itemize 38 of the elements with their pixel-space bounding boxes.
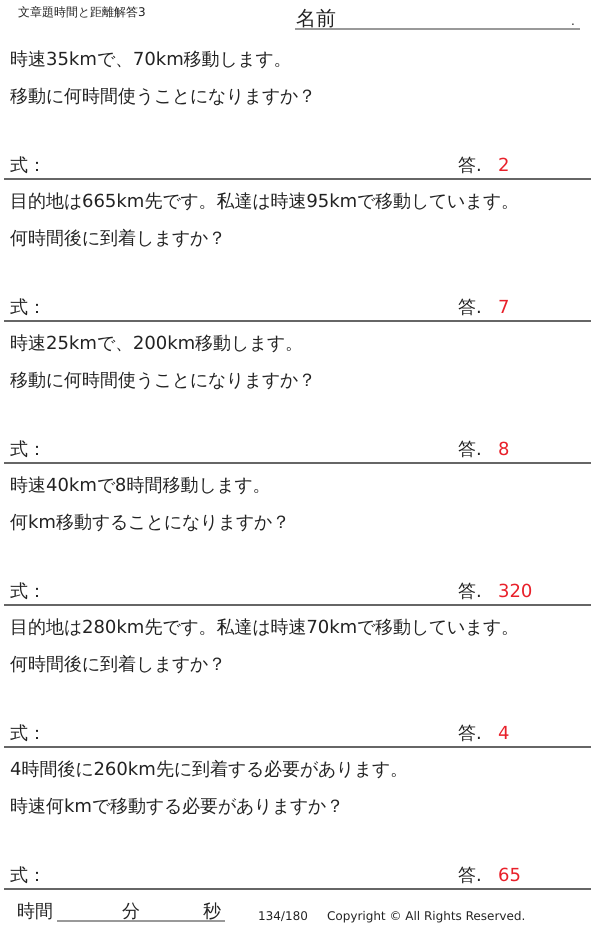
answer-value: 8 [498, 441, 510, 459]
question-text: 時速40kmで8時間移動します。 [10, 477, 270, 495]
question-text: 移動に何時間使うことになりますか？ [10, 372, 316, 390]
field-label: 名前 [296, 8, 336, 28]
question-text: 何時間後に到着しますか？ [10, 656, 226, 674]
page-number: 134/180 [258, 910, 308, 922]
formula-label: 式： [10, 867, 46, 885]
question-text: 何時間後に到着しますか？ [10, 230, 226, 248]
formula-label: 式： [10, 441, 46, 459]
field-label: 時間 [17, 903, 53, 921]
answer-label: 答. [458, 299, 482, 317]
answer-label: 答. [458, 157, 482, 175]
answer-label: 答. [458, 441, 482, 459]
question-text: 目的地は665km先です。私達は時速95kmで移動しています。 [10, 193, 520, 211]
question-text: 時速何kmで移動する必要がありますか？ [10, 798, 344, 816]
formula-label: 式： [10, 725, 46, 743]
answer-label: 答. [458, 867, 482, 885]
question-text: 4時間後に260km先に到着する必要があります。 [10, 761, 408, 779]
answer-label: 答. [458, 583, 482, 601]
unit-label: 分 [122, 903, 140, 921]
formula-label: 式： [10, 299, 46, 317]
answer-value: 320 [498, 583, 532, 601]
answer-value: 7 [498, 299, 510, 317]
question-text: 時速35kmで、70km移動します。 [10, 51, 292, 69]
period-mark: . [571, 15, 575, 27]
question-text: 何km移動することになりますか？ [10, 514, 290, 532]
answer-value: 2 [498, 157, 510, 175]
answer-label: 答. [458, 725, 482, 743]
question-text: 移動に何時間使うことになりますか？ [10, 88, 316, 106]
formula-label: 式： [10, 157, 46, 175]
question-text: 目的地は280km先です。私達は時速70kmで移動しています。 [10, 619, 520, 637]
answer-value: 65 [498, 867, 521, 885]
copyright-text: Copyright © All Rights Reserved. [327, 910, 526, 922]
worksheet-title: 文章題時間と距離解答3 [18, 6, 146, 18]
answer-value: 4 [498, 725, 510, 743]
question-text: 時速25kmで、200km移動します。 [10, 335, 304, 353]
formula-label: 式： [10, 583, 46, 601]
unit-label: 秒 [203, 903, 221, 921]
